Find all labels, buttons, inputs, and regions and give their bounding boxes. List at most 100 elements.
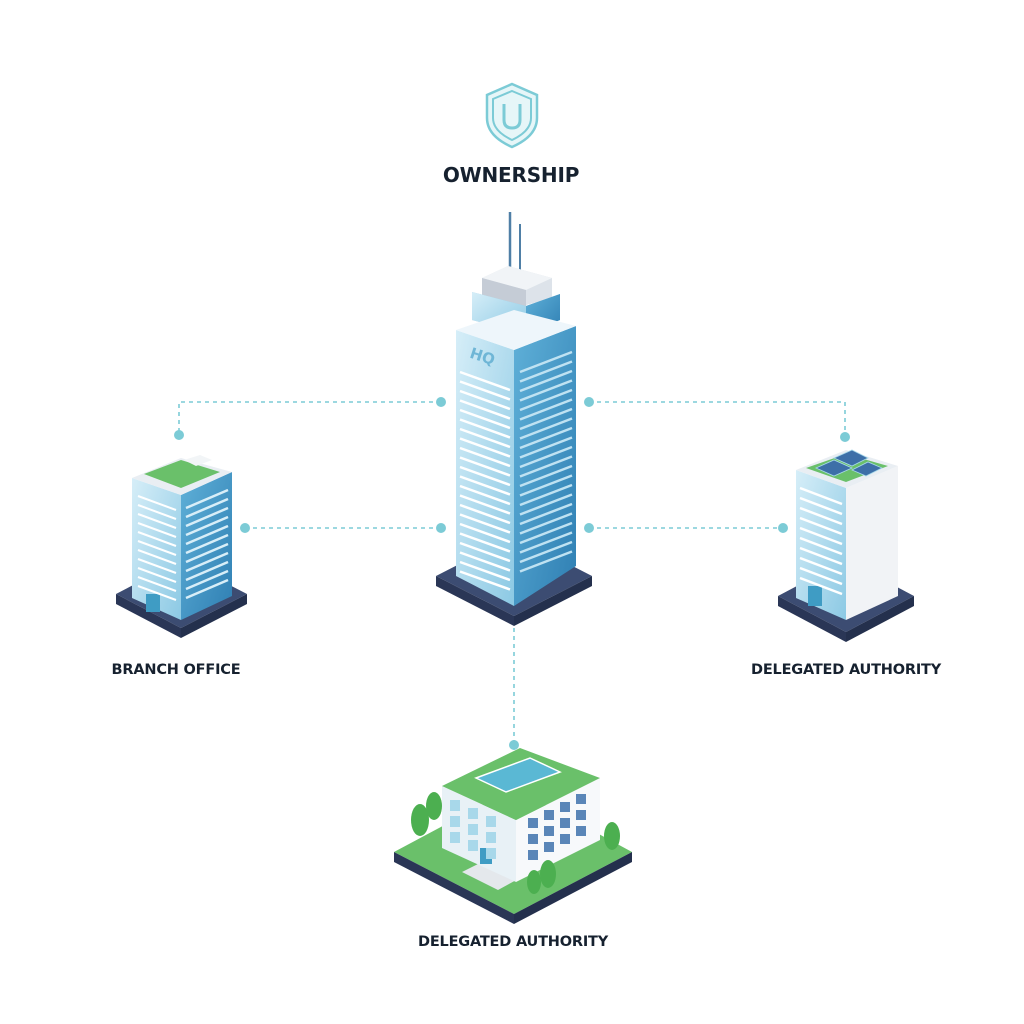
tree-icon — [411, 792, 620, 894]
window-stripe — [459, 456, 511, 477]
delegated-authority-building-bottom — [394, 748, 632, 924]
window-stripe — [459, 494, 511, 515]
window-stripe — [519, 521, 573, 545]
window — [544, 826, 554, 836]
diagram-title: OWNERSHIP — [442, 163, 580, 187]
window — [450, 800, 460, 811]
window-stripe — [799, 486, 843, 506]
window-stripe — [137, 495, 177, 511]
connector-hq-right-top — [589, 401, 846, 437]
window-stripe — [137, 576, 177, 592]
window-stripe — [137, 585, 177, 601]
window — [560, 834, 570, 844]
window-stripe — [519, 512, 573, 535]
window-stripe — [137, 549, 177, 565]
window-stripe — [137, 531, 177, 547]
window-stripe — [519, 493, 573, 516]
window — [544, 842, 554, 852]
window-stripe — [459, 380, 511, 401]
connector-dot — [240, 523, 250, 533]
window-stripe — [459, 389, 511, 411]
window-stripe — [799, 506, 843, 526]
connector-dot — [778, 523, 788, 533]
window-stripe — [519, 445, 573, 469]
window — [468, 840, 478, 851]
label-delegated-authority-bottom: DELEGATED AUTHORITY — [417, 934, 609, 950]
window-stripe — [519, 360, 573, 383]
hq-window-stripes — [459, 350, 573, 591]
window-stripe — [459, 475, 511, 496]
connector-dot — [436, 397, 446, 407]
connector-dot — [840, 432, 850, 442]
window-stripe — [459, 446, 511, 468]
window-stripe — [519, 388, 573, 412]
window — [576, 810, 586, 820]
window — [528, 834, 538, 844]
window — [486, 816, 496, 827]
connector-dot — [436, 523, 446, 533]
window-stripe — [185, 542, 229, 564]
window — [560, 818, 570, 828]
window-stripe — [459, 370, 511, 392]
window-stripe — [519, 483, 573, 507]
window-stripe — [459, 570, 511, 591]
window-stripe — [799, 536, 843, 556]
window — [450, 832, 460, 843]
window — [576, 794, 586, 804]
window — [544, 810, 554, 820]
window — [486, 848, 496, 859]
window-stripe — [519, 398, 573, 421]
window-stripe — [519, 464, 573, 488]
window-stripe — [519, 426, 573, 450]
window — [486, 832, 496, 843]
window-stripe — [519, 550, 573, 573]
connectors — [178, 401, 846, 745]
window-stripe — [459, 484, 511, 506]
window-stripe — [137, 558, 177, 574]
window-stripe — [459, 513, 511, 534]
window — [468, 808, 478, 819]
window-stripe — [519, 474, 573, 497]
window-stripe — [519, 407, 573, 431]
window-stripe — [459, 522, 511, 544]
window-stripe — [459, 532, 511, 553]
window-stripe — [459, 399, 511, 420]
window-stripe — [799, 576, 843, 596]
window-stripe — [185, 515, 229, 537]
window — [528, 850, 538, 860]
connector-dots — [174, 397, 850, 750]
window-stripe — [459, 437, 511, 458]
window-stripe — [799, 526, 843, 546]
window-stripe — [459, 560, 511, 582]
bottom-window-grid — [450, 794, 586, 860]
label-branch-office: BRANCH OFFICE — [111, 662, 241, 678]
window-stripe — [519, 379, 573, 402]
window-stripe — [459, 551, 511, 572]
window-stripe — [519, 350, 573, 374]
connector-dot — [584, 397, 594, 407]
window-stripe — [185, 488, 229, 510]
window-stripe — [519, 531, 573, 554]
window-stripe — [799, 556, 843, 576]
solar-panels — [815, 449, 883, 477]
connector-dot — [584, 523, 594, 533]
window-stripe — [185, 524, 229, 546]
branch-office-building — [116, 455, 247, 638]
window-stripe — [519, 455, 573, 478]
window-stripe — [185, 569, 229, 591]
connector-dot — [174, 430, 184, 440]
branch-window-stripes — [137, 488, 229, 601]
window-stripe — [519, 540, 573, 564]
window-stripe — [519, 369, 573, 393]
window-stripe — [137, 540, 177, 556]
window-stripe — [459, 465, 511, 487]
shield-icon — [485, 82, 539, 149]
window-stripe — [459, 408, 511, 430]
window-stripe — [799, 516, 843, 536]
connector-hq-branch-top — [178, 401, 441, 435]
window-stripe — [137, 513, 177, 529]
window-stripe — [185, 551, 229, 573]
window-stripe — [799, 566, 843, 586]
window-stripe — [137, 567, 177, 583]
